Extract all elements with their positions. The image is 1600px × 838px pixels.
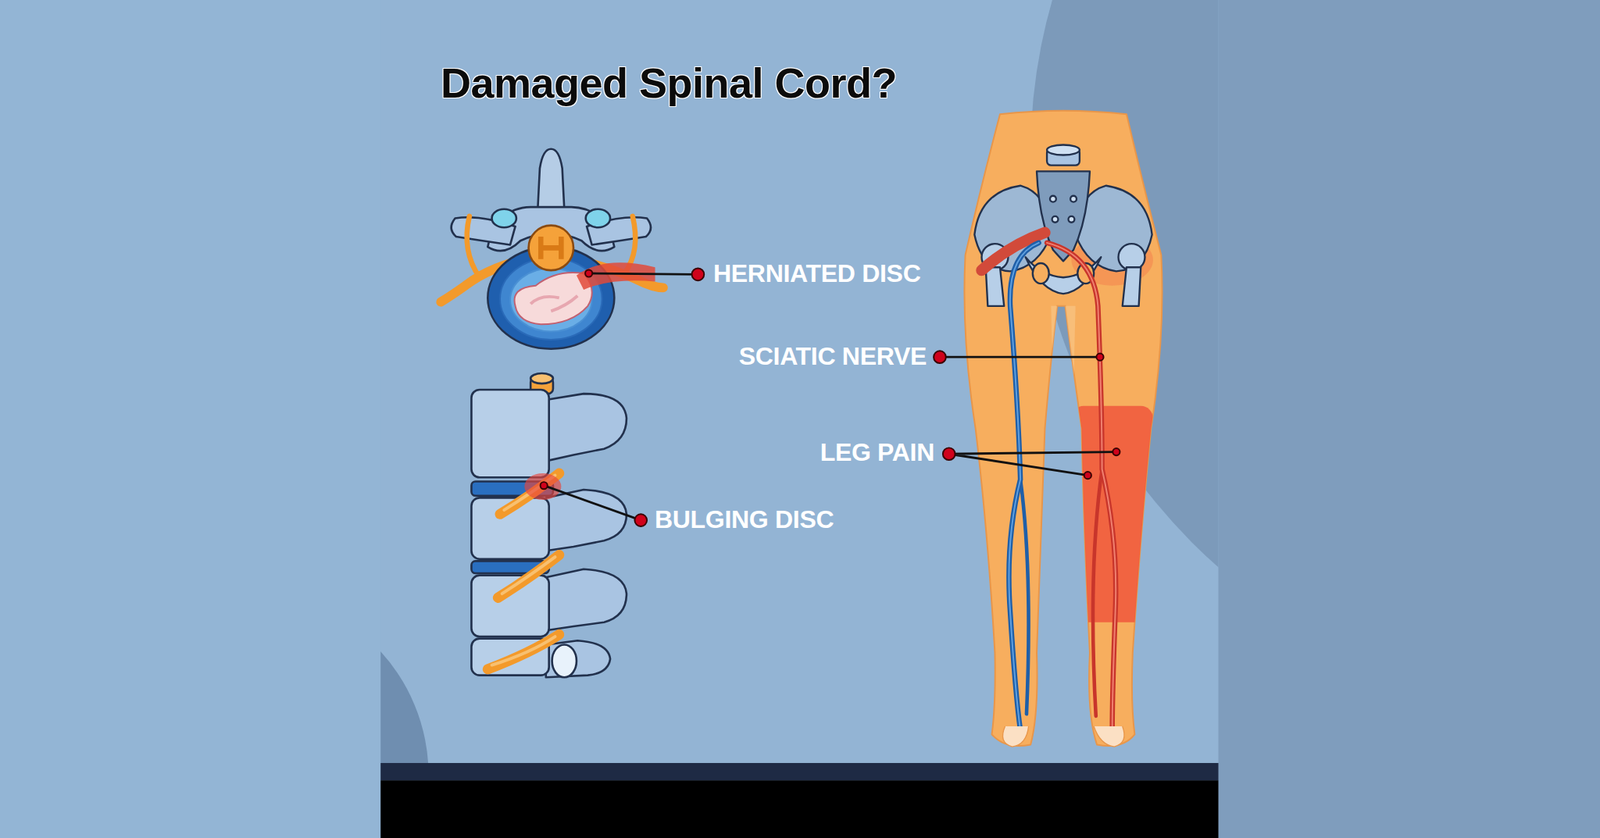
leader-line	[543, 273, 1117, 521]
body-figure-part-part	[1008, 242, 1039, 731]
body-figure-part-part	[1050, 196, 1057, 203]
spine-side-view-part	[471, 389, 549, 478]
leader-dot-part	[692, 268, 705, 282]
spine-side-view-part-part	[487, 634, 559, 669]
leader-dot-part	[585, 269, 593, 277]
body-figure-part-part	[1122, 267, 1142, 307]
spine-side-view-part	[546, 640, 611, 678]
spine-side-view-part	[530, 373, 554, 384]
body-figure-part	[1008, 242, 1116, 731]
body-figure-part-part	[1068, 216, 1075, 223]
callout-label: BULGING DISC	[654, 506, 834, 534]
background-part	[380, 0, 1218, 764]
background-part	[380, 780, 1218, 838]
spine-side-view-part-part	[492, 636, 556, 666]
leader-line-part	[543, 485, 641, 521]
vertebra-top-view-part	[528, 225, 574, 271]
body-figure-part-part	[1008, 242, 1039, 731]
background-part-part	[380, 592, 429, 764]
body-figure-part-part	[1032, 263, 1050, 284]
body-figure-part-part	[1092, 469, 1103, 717]
body-figure-part	[981, 232, 1045, 271]
vertebra-top-view-part	[537, 149, 565, 210]
vertebra-top-view-part	[530, 296, 578, 312]
spine-side-view-part	[487, 473, 559, 670]
spine-side-view-part	[552, 644, 577, 678]
spine-side-view-part-part	[502, 557, 556, 594]
leader-dot-part	[942, 447, 956, 461]
background-part	[0, 0, 382, 838]
body-figure-part-part	[1052, 216, 1059, 223]
body-figure-part	[974, 144, 1152, 306]
vertebra-top-view-part-part	[467, 216, 480, 278]
leader-dot-part	[1096, 353, 1104, 361]
leader-line-part	[949, 452, 1117, 476]
spine-side-view	[471, 373, 627, 678]
title: Damaged Spinal Cord?	[440, 60, 897, 107]
body-figure-part-part	[1020, 479, 1029, 715]
body-figure-part-part	[1046, 242, 1116, 731]
callout-label: SCIATIC NERVE	[739, 342, 927, 371]
spine-side-view-part	[546, 569, 627, 631]
body-figure-part-part	[985, 267, 1005, 307]
spine-side-view-part	[546, 393, 627, 461]
background-part	[380, 0, 1218, 764]
spine-side-view-part	[524, 473, 561, 500]
leader-dot-part	[634, 514, 647, 527]
spine-side-view-part	[546, 489, 627, 551]
body-figure	[964, 110, 1162, 747]
body-figure-part	[1042, 234, 1154, 735]
spine-side-view-part	[492, 475, 556, 666]
leader-dot-part	[1112, 448, 1120, 456]
callout-label: LEG PAIN	[820, 439, 935, 467]
body-figure-part-part	[1118, 243, 1146, 271]
leader-dot-part	[540, 482, 548, 490]
body-figure-part	[1002, 726, 1125, 747]
spine-side-view-part-part	[497, 555, 559, 599]
leader-dot-part	[1084, 471, 1092, 479]
callout-label: HERNIATED DISC	[713, 260, 921, 288]
vertebra-top-view-part	[585, 209, 611, 229]
leader-line-part	[939, 356, 1100, 359]
leader-dot	[540, 268, 1121, 527]
vertebra-top-view-part	[576, 262, 656, 290]
body-figure-part-part	[1042, 306, 1083, 736]
leader-dot-part	[933, 350, 947, 364]
vertebra-top-view	[440, 149, 664, 350]
body-figure-part-part	[1070, 196, 1077, 203]
body-figure-part-part	[1046, 144, 1080, 155]
background-part	[380, 763, 1218, 781]
background-part	[1217, 0, 1600, 838]
body-figure-part-part	[1046, 242, 1116, 731]
vertebra-top-view-part	[540, 236, 561, 260]
leader-line-part	[589, 273, 699, 275]
body-figure-part	[964, 110, 1162, 747]
vertebra-top-view-part	[492, 209, 517, 229]
